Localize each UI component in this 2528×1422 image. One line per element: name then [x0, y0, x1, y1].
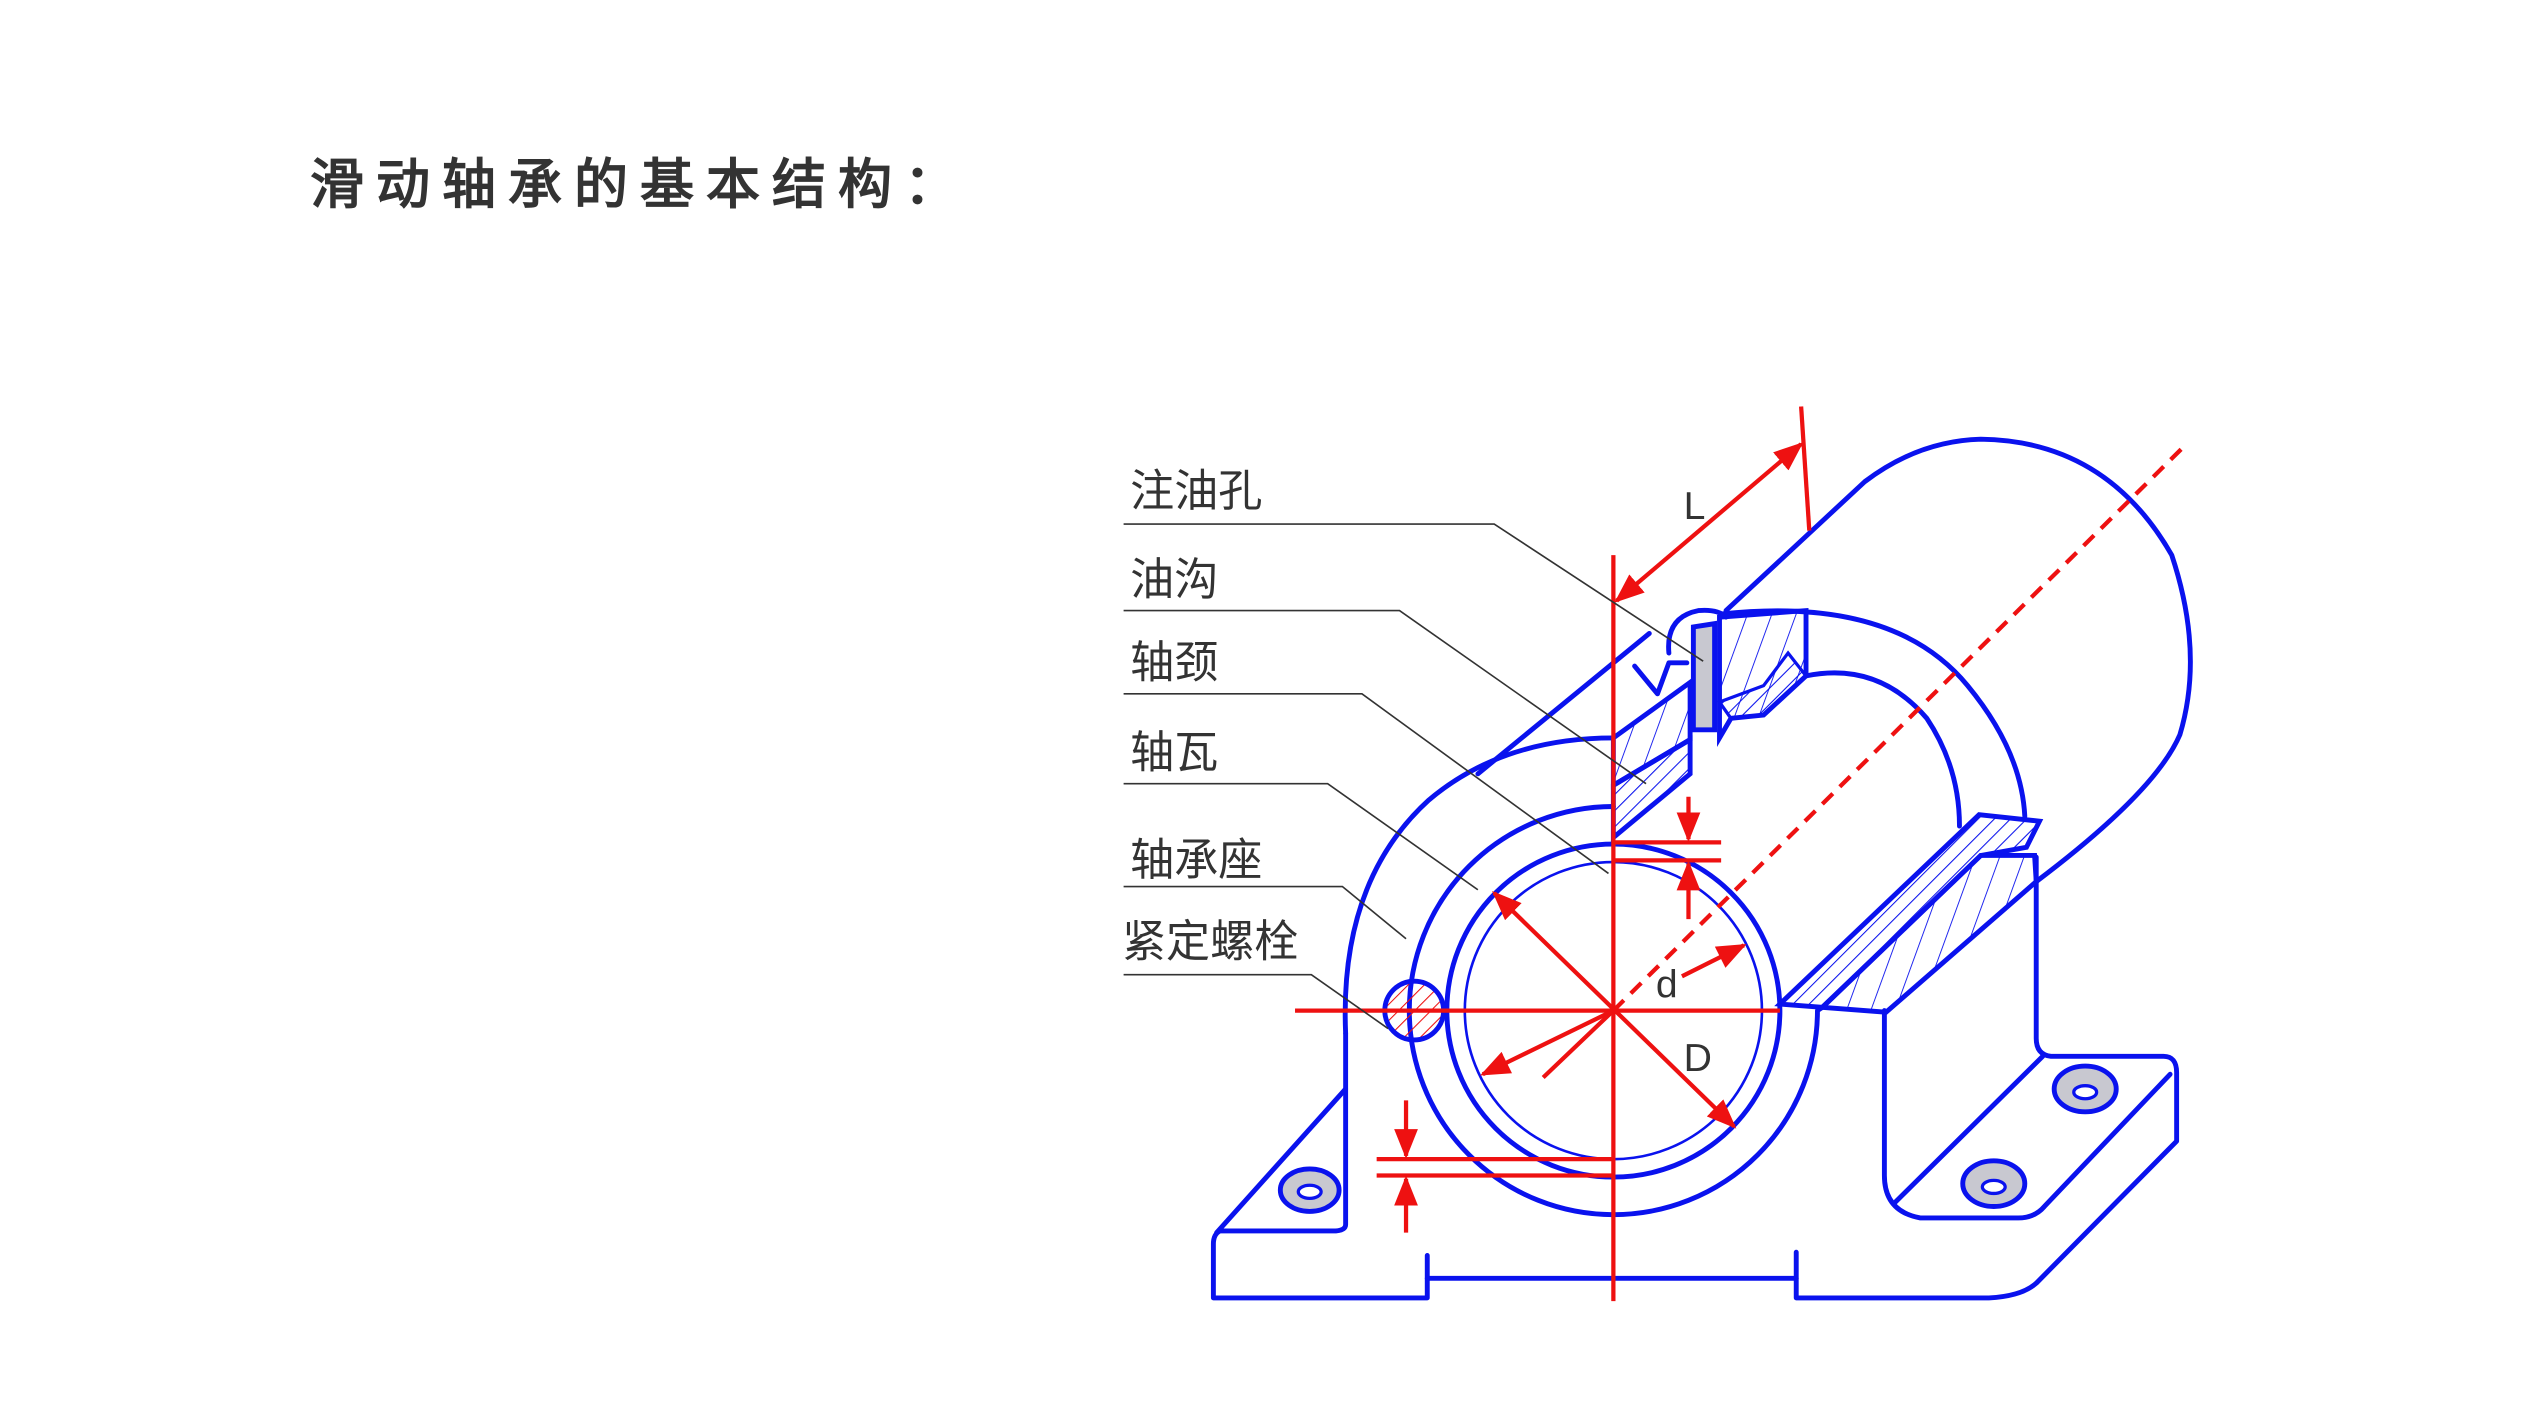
- leader-lines: [1123, 523, 1704, 1030]
- label-oil-groove: 油沟: [1130, 554, 1218, 605]
- dimension-label-D: D: [1684, 1037, 1712, 1080]
- page-title: 滑动轴承的基本结构：: [310, 153, 970, 216]
- dimension-label-L: L: [1684, 485, 1706, 528]
- label-journal: 轴颈: [1130, 638, 1218, 689]
- section-hatching: [1610, 607, 2044, 1015]
- label-bearing-seat: 轴承座: [1130, 835, 1262, 886]
- mounting-hole-icon: [1277, 1063, 2119, 1214]
- dimension-label-d: d: [1656, 964, 1678, 1007]
- label-fastening-bolt: 紧定螺栓: [1122, 917, 1298, 968]
- label-bearing-bush: 轴瓦: [1130, 727, 1218, 778]
- dimension-lines: [1295, 406, 2190, 1302]
- label-oil-hole: 注油孔: [1130, 466, 1262, 517]
